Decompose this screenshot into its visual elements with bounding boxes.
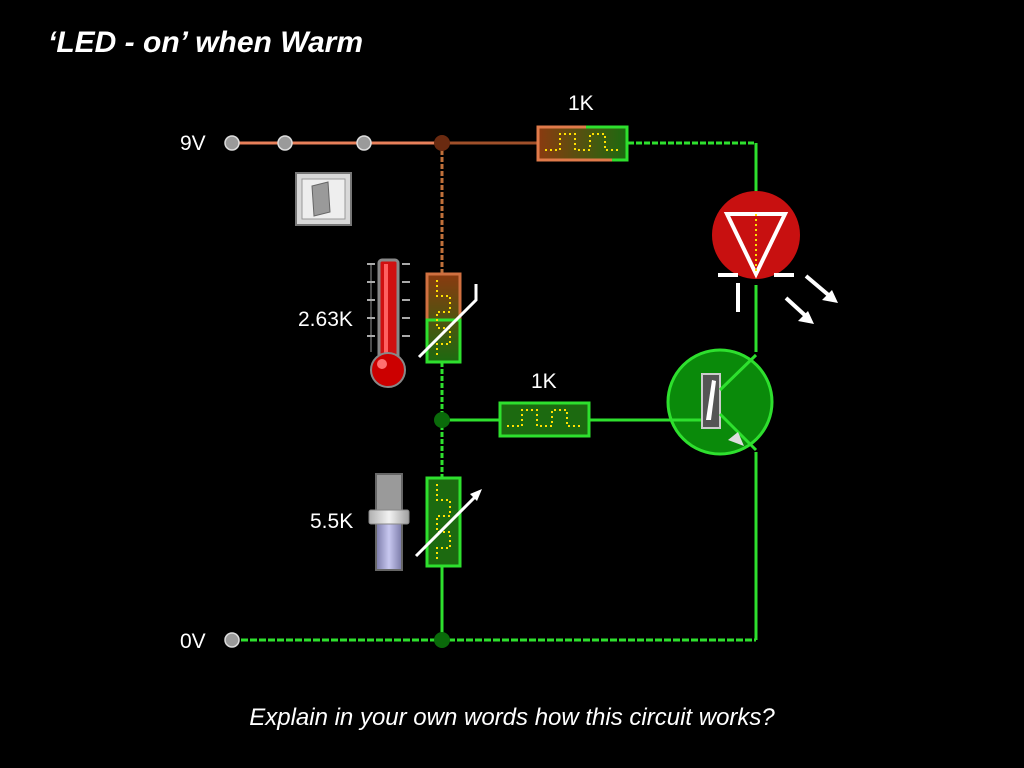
resistor-top-label: 1K — [568, 92, 594, 115]
supply-label: 9V — [180, 132, 206, 155]
led[interactable] — [712, 191, 800, 312]
slide-title: ‘LED - on’ when Warm — [48, 26, 364, 59]
switch-contact-left — [277, 135, 293, 151]
junction-bottom — [434, 632, 450, 648]
terminals — [224, 135, 450, 648]
transistor[interactable] — [666, 348, 774, 456]
variable-resistor-slider[interactable] — [368, 473, 410, 571]
led-light-arrows-icon — [784, 274, 838, 324]
resistor-base[interactable] — [498, 401, 591, 438]
resistor-base-label: 1K — [531, 370, 557, 393]
variable-resistor-label: 5.5K — [310, 510, 353, 533]
resistor-top[interactable] — [536, 125, 629, 162]
switch-contact-right — [356, 135, 372, 151]
junction-top — [434, 135, 450, 151]
thermometer-icon — [367, 258, 410, 388]
junction-mid — [434, 412, 450, 428]
thermistor-label: 2.63K — [298, 308, 353, 331]
variable-resistor[interactable] — [414, 476, 482, 568]
terminal-9v — [224, 135, 240, 151]
ground-label: 0V — [180, 630, 206, 653]
toggle-switch[interactable] — [295, 172, 352, 226]
question-text: Explain in your own words how this circu… — [249, 704, 775, 731]
thermistor[interactable] — [417, 272, 478, 364]
terminal-0v — [224, 632, 240, 648]
